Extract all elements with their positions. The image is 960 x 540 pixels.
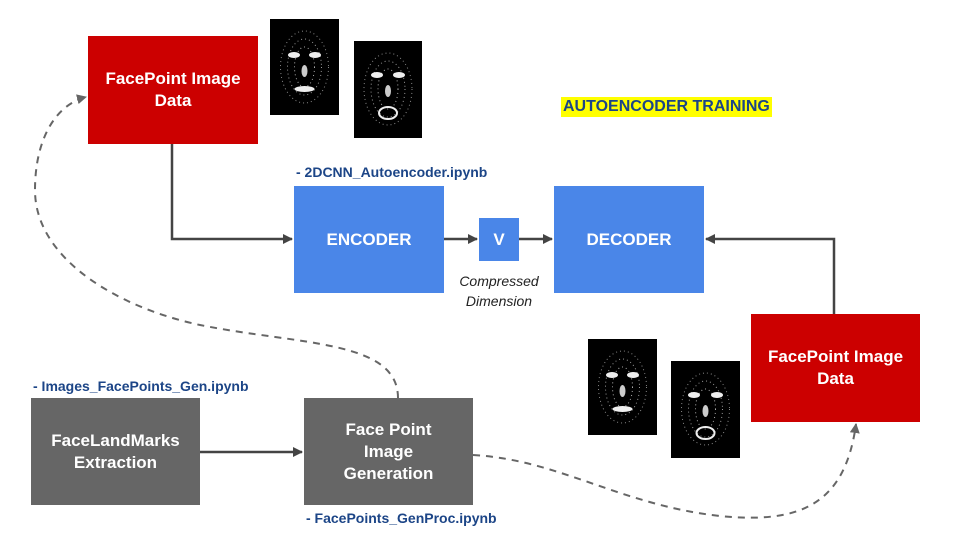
arrow-data-to-decoder xyxy=(705,234,836,314)
decoder-label: DECODER xyxy=(586,229,672,249)
latent-label: V xyxy=(493,229,505,249)
facepoint-image-data-right-label: FacePoint Image Data xyxy=(767,347,904,388)
encoder-box: ENCODER xyxy=(294,186,444,293)
face-points-thumbnail xyxy=(588,339,657,435)
facelandmarks-extraction-label: FaceLandMarks Extraction xyxy=(51,430,180,472)
face-point-image-generation-label: Face Point Image Generation xyxy=(343,419,434,483)
encoder-label: ENCODER xyxy=(326,229,412,249)
latent-vector-box: V xyxy=(479,218,519,261)
dashed-arrow-generation-to-right-data xyxy=(472,423,860,519)
images-gen-notebook-label: - Images_FacePoints_Gen.ipynb xyxy=(33,378,249,394)
facelandmarks-extraction-box: FaceLandMarks Extraction xyxy=(31,398,200,505)
diagram-title: AUTOENCODER TRAINING xyxy=(561,97,772,117)
facepoint-image-data-top: FacePoint Image Data xyxy=(88,36,258,144)
face-points-thumbnail xyxy=(354,41,422,138)
arrow-data-to-encoder xyxy=(170,144,293,244)
face-points-thumbnail xyxy=(671,361,740,458)
decoder-box: DECODER xyxy=(554,186,704,293)
facepoint-image-data-top-label: FacePoint Image Data xyxy=(105,69,241,110)
genproc-notebook-label: - FacePoints_GenProc.ipynb xyxy=(306,510,497,526)
compressed-dimension-caption: Compressed Dimension xyxy=(459,273,539,309)
face-point-image-generation-box: Face Point Image Generation xyxy=(304,398,473,505)
autoencoder-notebook-label: - 2DCNN_Autoencoder.ipynb xyxy=(296,164,488,180)
face-points-thumbnail xyxy=(270,19,339,115)
facepoint-image-data-right: FacePoint Image Data xyxy=(751,314,920,422)
